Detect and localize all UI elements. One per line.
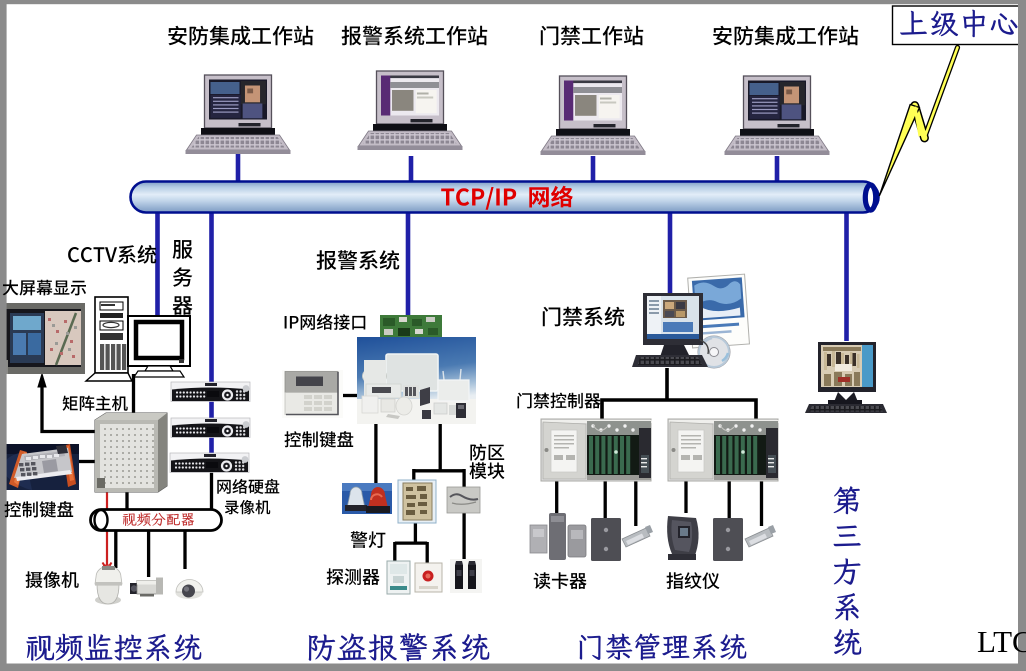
svg-text:LTC: LTC [977,624,1026,659]
